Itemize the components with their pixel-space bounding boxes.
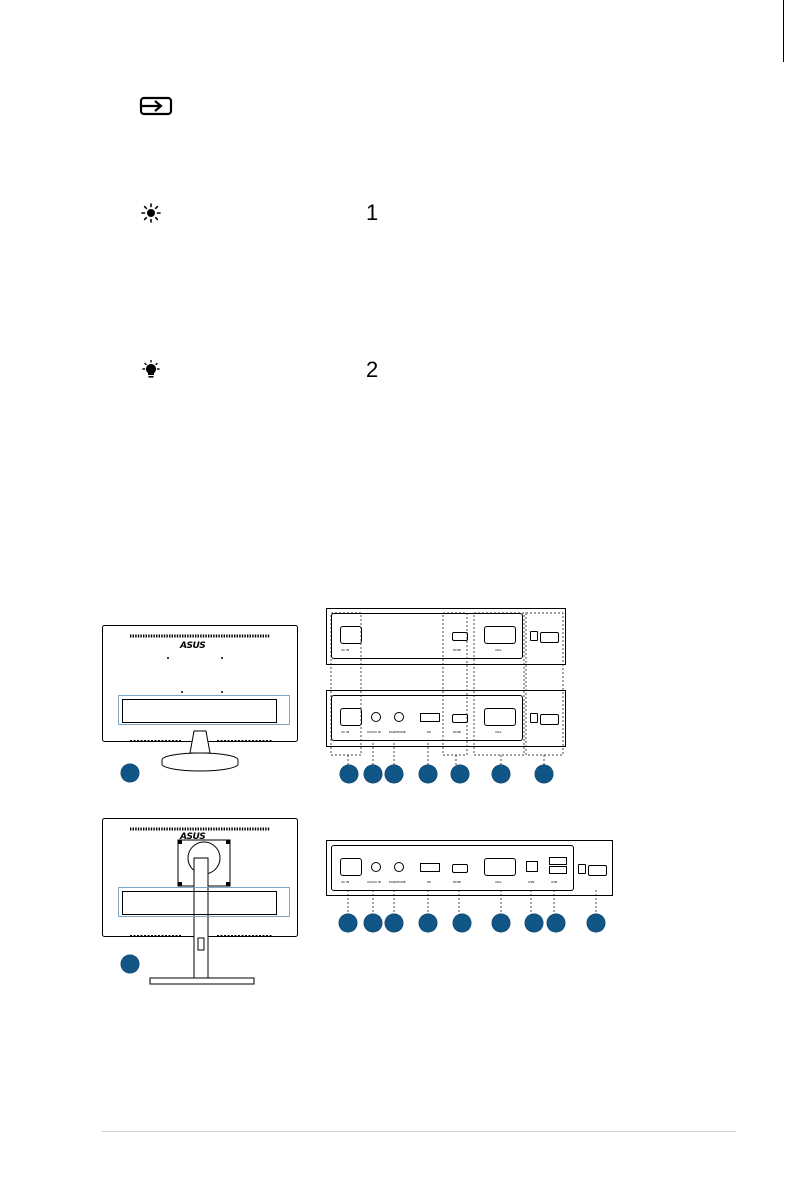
port-label: VGA <box>495 648 502 652</box>
callout-badge <box>535 765 553 783</box>
guide-lines-a <box>330 612 564 768</box>
monitor-rear-b: ASUS <box>102 818 298 988</box>
port-label: HDMI <box>453 648 462 652</box>
callout-badge <box>340 765 358 783</box>
earphone-icon <box>394 862 404 872</box>
kensington-slot-icon <box>540 632 559 643</box>
monitor-rear-a: ASUS <box>102 625 298 773</box>
usb-a-port-icon <box>549 866 567 874</box>
bulb-icon <box>141 359 161 380</box>
port-label: HDMI <box>453 730 462 734</box>
vga-port-icon <box>484 858 516 876</box>
callout-badge <box>492 765 510 783</box>
port-label: AC IN <box>341 730 350 734</box>
panel-a-top: AC IN HDMI VGA <box>331 613 523 659</box>
vga-port-icon <box>484 626 516 644</box>
port-label: USB <box>551 880 558 884</box>
callout-badge <box>364 914 382 932</box>
port-label: AUDIO IN <box>367 880 381 884</box>
input-select-icon <box>139 95 173 117</box>
port-label: VGA <box>495 880 502 884</box>
usb-b-port-icon <box>526 861 538 872</box>
callout-badge <box>419 765 437 783</box>
audio-in-icon <box>371 712 381 722</box>
top-rule <box>783 0 784 62</box>
lock-icon <box>530 713 538 723</box>
port-label: VGA <box>495 730 502 734</box>
port-label: AC IN <box>341 648 350 652</box>
panel-a-bottom-frame <box>326 690 566 747</box>
panel-a-bottom: AC IN AUDIO IN EARPHONE DP HDMI VGA <box>331 695 523 741</box>
port-label: AUDIO IN <box>367 730 381 734</box>
kensington-slot-icon <box>588 865 607 876</box>
hdmi-port-icon <box>452 714 468 723</box>
vga-port-icon <box>484 708 516 726</box>
callout-badge <box>385 765 403 783</box>
ac-port-icon <box>340 708 362 726</box>
highlight-box-b <box>118 887 290 917</box>
usb-a-port-icon <box>549 857 567 865</box>
panel-b-frame <box>326 840 613 896</box>
ac-port-icon <box>340 626 362 644</box>
port-label: EARPHONE <box>389 730 406 734</box>
panel-a-top-frame <box>326 608 566 665</box>
callout-badge <box>547 914 565 932</box>
callout-badge <box>419 914 437 932</box>
callout-badge <box>121 764 139 782</box>
port-label: DP <box>427 730 432 734</box>
step-number-2: 2 <box>366 357 379 382</box>
ac-port-icon <box>340 858 362 876</box>
kensington-slot-icon <box>540 714 559 725</box>
lock-icon <box>578 864 586 874</box>
hdmi-port-icon <box>452 632 468 641</box>
callout-badge <box>451 765 469 783</box>
dp-port-icon <box>420 713 440 722</box>
port-label: AC IN <box>341 880 350 884</box>
brand-logo-a: ASUS <box>180 641 206 651</box>
brand-logo-b: ASUS <box>180 832 206 842</box>
highlight-box-a <box>118 695 290 725</box>
callout-badge <box>364 765 382 783</box>
callout-badge <box>587 914 605 932</box>
callout-badge <box>453 914 471 932</box>
audio-in-icon <box>371 862 381 872</box>
port-label: EARPHONE <box>389 880 406 884</box>
callout-badge <box>385 914 403 932</box>
panel-b: AC IN AUDIO IN EARPHONE DP HDMI VGA USB … <box>331 845 574 891</box>
earphone-icon <box>394 712 404 722</box>
footer-rule <box>102 1131 736 1132</box>
callout-badge <box>492 914 510 932</box>
hdmi-port-icon <box>452 864 468 873</box>
lock-icon <box>530 631 538 641</box>
callout-badge <box>339 914 357 932</box>
brightness-icon <box>141 203 161 223</box>
dp-port-icon <box>420 863 440 872</box>
port-label: DP <box>427 880 432 884</box>
step-number-1: 1 <box>366 200 379 225</box>
port-label: HDMI <box>453 880 462 884</box>
callout-badge <box>121 955 139 973</box>
guide-lines-b <box>347 890 597 914</box>
callout-badge <box>525 914 543 932</box>
port-label: USB <box>528 880 535 884</box>
